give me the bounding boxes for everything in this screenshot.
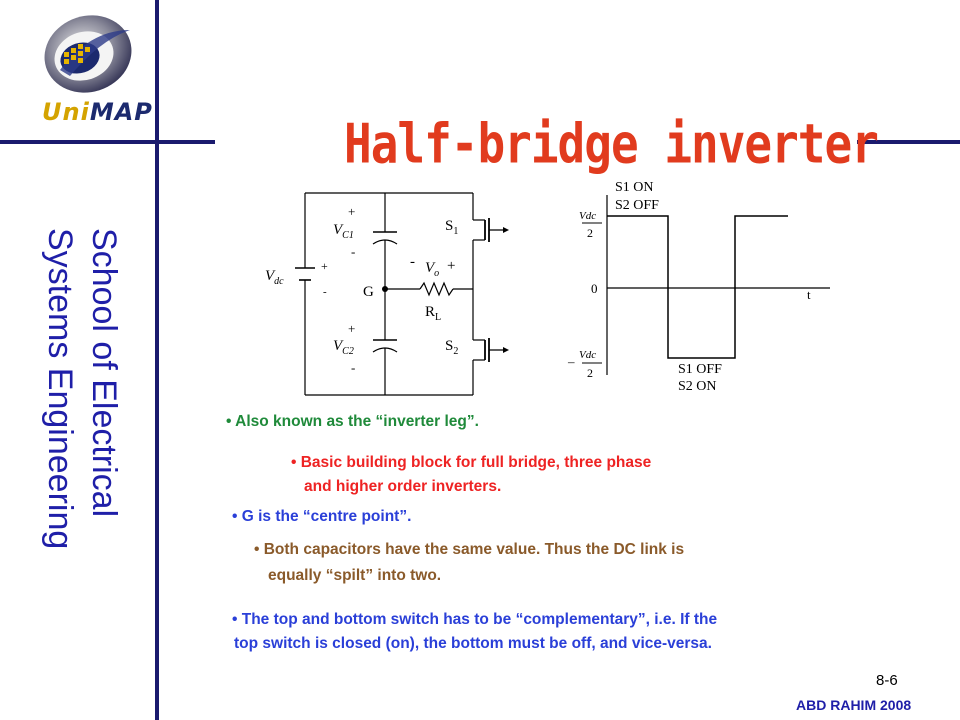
vc2-plus-sign: + [348,321,355,336]
department-title: School of Electrical Systems Engineering [38,228,126,549]
bullet-building-block-line1: • Basic building block for full bridge, … [291,454,652,471]
bullet-complementary-line1: • The top and bottom switch has to be “c… [232,611,718,628]
slide-number: 8-6 [876,672,898,689]
vdc-plus-sign: + [321,259,328,273]
positive-level-denominator: 2 [587,226,593,240]
logo-emblem-icon [44,15,132,93]
bullet-centre-point: • G is the “centre point”. [232,508,412,525]
department-title-line1: School of Electrical [85,228,123,518]
bullet-capacitors-line2: equally “spilt” into two. [268,567,442,584]
waveform-top-label-2: S2 OFF [615,198,659,213]
bullet-building-block-line2: and higher order inverters. [304,478,502,495]
waveform-bottom-label-1: S1 OFF [678,362,722,377]
sidebar-vertical-divider [155,0,159,720]
vdc-minus-sign: - [323,286,327,298]
negative-level-numerator: Vdc [579,349,596,361]
bullet-capacitors-line1: • Both capacitors have the same value. T… [254,541,685,558]
s1-label: S1 [445,218,458,237]
vdc-label: Vdc [265,268,284,287]
output-voltage-waveform: S1 ON S2 OFF Vdc 2 0 t – Vdc 2 S1 OFF S2… [567,180,830,394]
slide-title: Half-bridge inverter [344,112,879,176]
g-node-label: G [363,284,374,300]
bullet-complementary-line2: top switch is closed (on), the bottom mu… [234,635,712,652]
vc1-plus-sign: + [348,204,355,219]
vc1-minus-sign: - [351,244,355,259]
header-rule-left [0,140,215,144]
vo-label: Vo [425,260,439,279]
half-bridge-circuit-diagram: Vdc + - + VC1 - G - Vo + RL + VC2 - S1 S… [265,192,509,396]
zero-level-label: 0 [591,281,598,296]
positive-level-numerator: Vdc [579,210,596,222]
vc2-minus-sign: - [351,360,355,375]
waveform-top-label-1: S1 ON [615,180,654,195]
negative-sign: – [567,354,575,369]
vo-plus-sign: + [447,258,455,274]
rl-label: RL [425,304,441,323]
footer-author: ABD RAHIM 2008 [796,697,912,713]
bullet-inverter-leg: • Also known as the “inverter leg”. [226,413,479,430]
header-rule-right [857,140,960,144]
waveform-bottom-label-2: S2 ON [678,379,717,394]
s2-label: S2 [445,338,458,357]
negative-level-denominator: 2 [587,366,593,380]
time-axis-label: t [807,287,811,302]
vo-minus-sign: - [410,254,415,270]
logo-wordmark: UniMAP [42,98,153,126]
vc1-label: VC1 [333,222,354,241]
vc2-label: VC2 [333,338,354,357]
department-title-line2: Systems Engineering [41,228,79,550]
